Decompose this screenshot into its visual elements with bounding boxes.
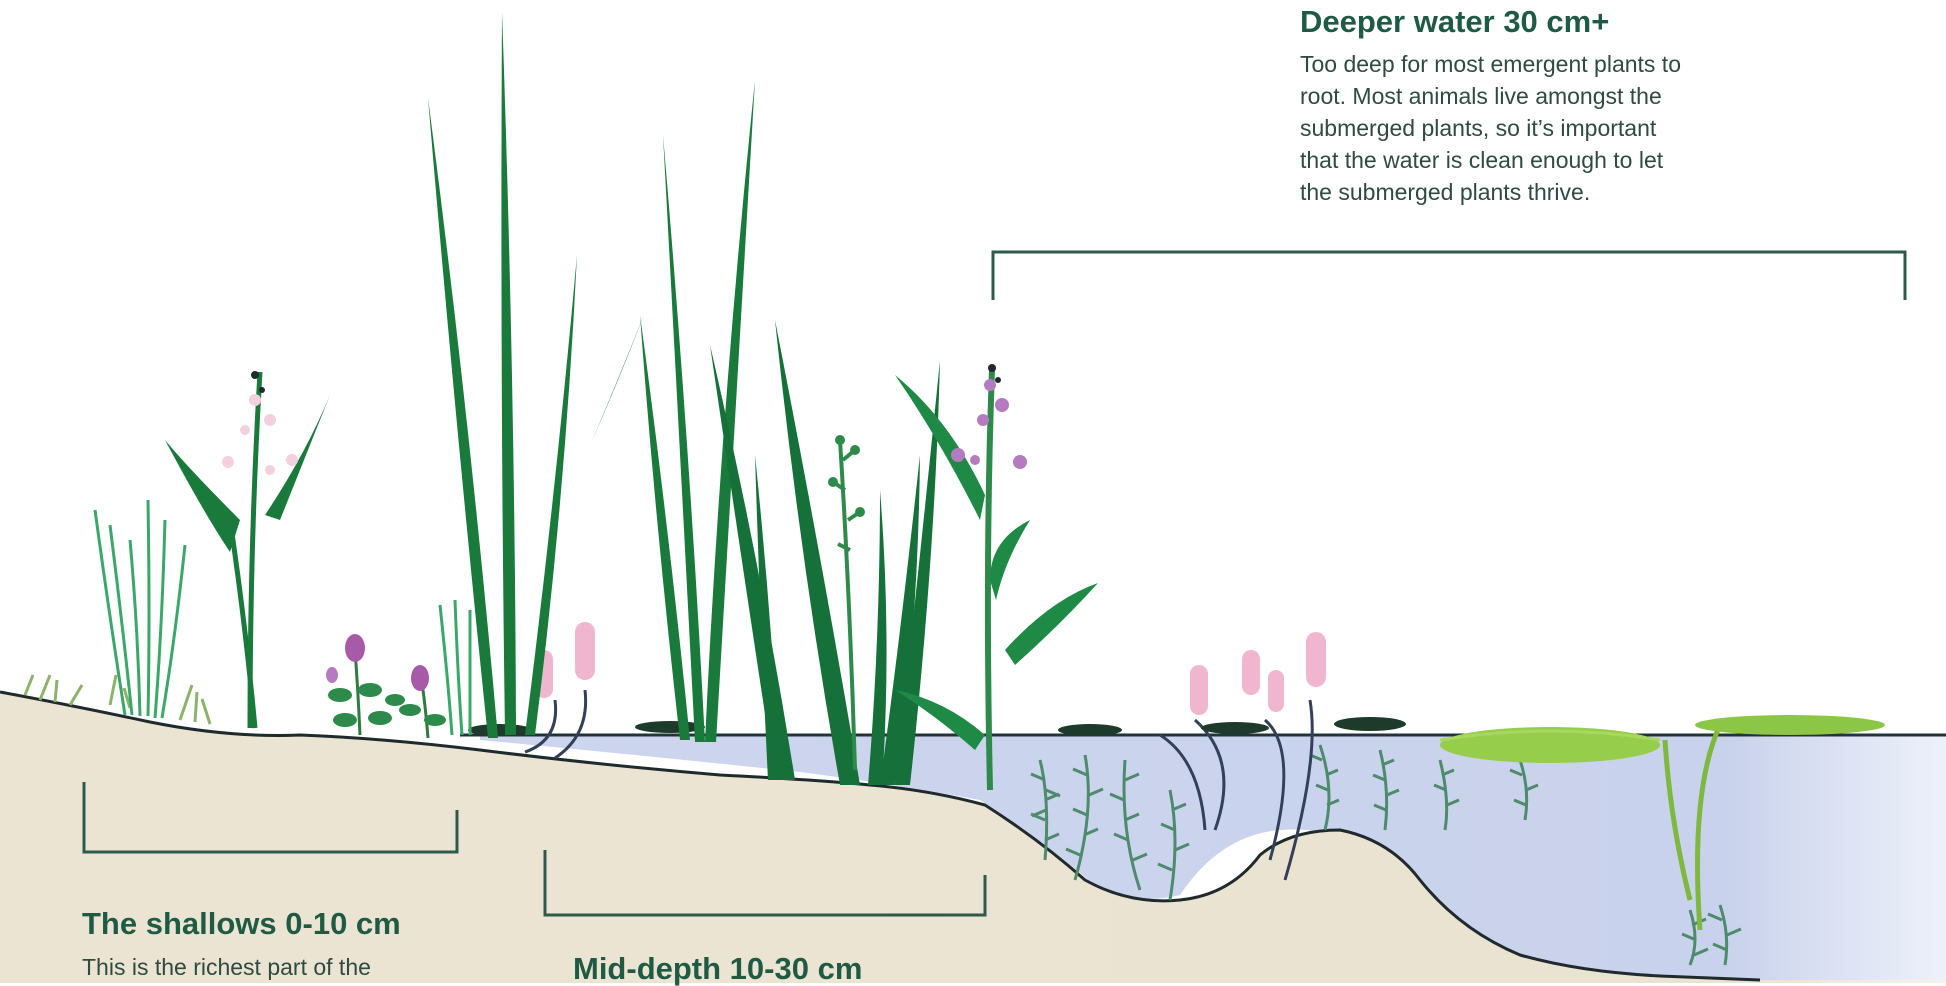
reed-icon xyxy=(130,540,140,716)
reed-icon xyxy=(640,315,690,740)
floating-leaf xyxy=(1058,724,1122,736)
bistort-flower-icon xyxy=(575,622,595,680)
deeper-water-line: the submerged plants thrive. xyxy=(1300,176,1681,208)
deeper-water-line: Too deep for most emergent plants to xyxy=(1300,48,1681,80)
rush-clump xyxy=(95,500,470,735)
mid-depth-title: Mid-depth 10-30 cm xyxy=(573,953,862,984)
bistort-flower-icon xyxy=(1306,632,1326,687)
reed-icon xyxy=(705,80,755,742)
reed-icon xyxy=(428,98,498,738)
bistort-flower-icon xyxy=(1268,670,1284,712)
arrowhead-plant-icon xyxy=(895,375,985,520)
water-mint xyxy=(326,634,446,738)
deeper-water-description: Too deep for most emergent plants to roo… xyxy=(1300,48,1681,208)
shallows-line: This is the richest part of the xyxy=(82,951,371,983)
arrowhead-plant-icon xyxy=(990,520,1030,600)
deeper-water-title: Deeper water 30 cm+ xyxy=(1300,6,1609,37)
deeper-water-line: submerged plants, so it’s important xyxy=(1300,112,1681,144)
arrowhead-plant-icon xyxy=(1005,583,1098,665)
shallows-title: The shallows 0-10 cm xyxy=(82,908,401,939)
floating-leaf xyxy=(1334,717,1406,731)
floating-leaf xyxy=(468,724,532,736)
water-mint-icon xyxy=(345,634,365,662)
shallows-description: This is the richest part of the xyxy=(82,951,371,983)
reed-icon xyxy=(162,545,185,718)
water-mint-icon xyxy=(326,667,338,683)
deeper-water-line: root. Most animals live amongst the xyxy=(1300,80,1681,112)
deep-water-bracket xyxy=(993,252,1905,300)
bistort-flower-icon xyxy=(1242,650,1260,695)
bistort-flower-icon xyxy=(1190,665,1208,715)
water-mint-icon xyxy=(411,665,429,691)
floating-leaf xyxy=(1201,722,1269,734)
reed-icon xyxy=(455,600,462,735)
arrowhead-plant-left xyxy=(165,371,330,728)
arrowhead-plant-icon xyxy=(265,395,330,520)
deeper-water-line: that the water is clean enough to let xyxy=(1300,144,1681,176)
reed-icon xyxy=(663,135,705,742)
reed-icon xyxy=(155,520,165,718)
reed-icon xyxy=(501,12,516,735)
reed-icon xyxy=(148,500,149,716)
reed-icon xyxy=(590,312,645,445)
lily-pad-icon xyxy=(1695,715,1885,735)
